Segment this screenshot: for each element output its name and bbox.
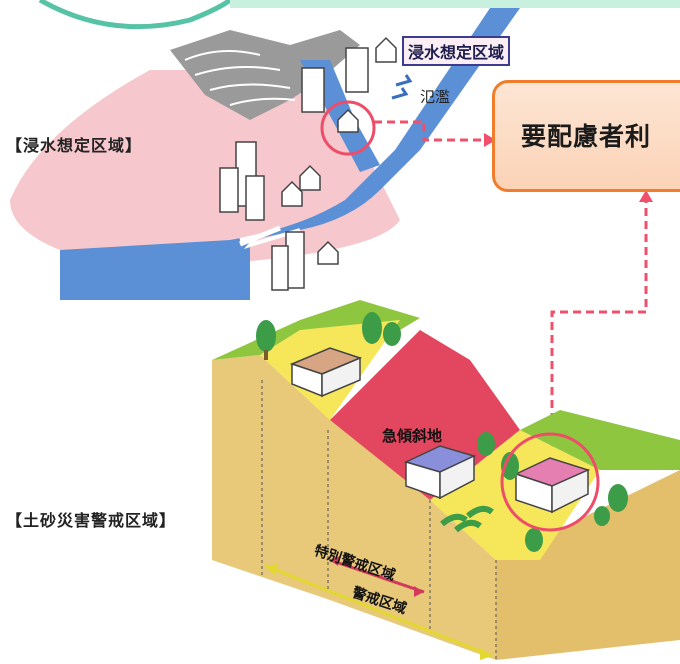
- steep-slope-label: 急傾斜地: [382, 427, 443, 445]
- highlight-circle-terrain: [500, 432, 600, 532]
- arrow-head-up: [639, 190, 653, 202]
- trees: [256, 312, 628, 552]
- flood-zone-tag: 浸水想定区域: [402, 36, 511, 66]
- facility-title: 要配慮者利: [521, 122, 652, 151]
- dashed-arrows: [374, 120, 648, 486]
- arrow-head-facility: [484, 133, 496, 147]
- flood-zone-label: 【浸水想定区域】: [6, 136, 143, 155]
- buildings-upper: [219, 36, 397, 291]
- top-decoration: [38, 0, 680, 30]
- zone-arrows: [265, 556, 493, 660]
- sediment-zone-label: 【土砂災害警戒区域】: [6, 511, 177, 530]
- highlight-circle-flood: [320, 100, 376, 156]
- flood-area: [10, 70, 400, 262]
- overflow-label: 氾濫: [420, 88, 451, 106]
- hill: [170, 30, 360, 120]
- houses-terrain: [289, 347, 591, 514]
- facility-box: 要配慮者利: [492, 80, 680, 192]
